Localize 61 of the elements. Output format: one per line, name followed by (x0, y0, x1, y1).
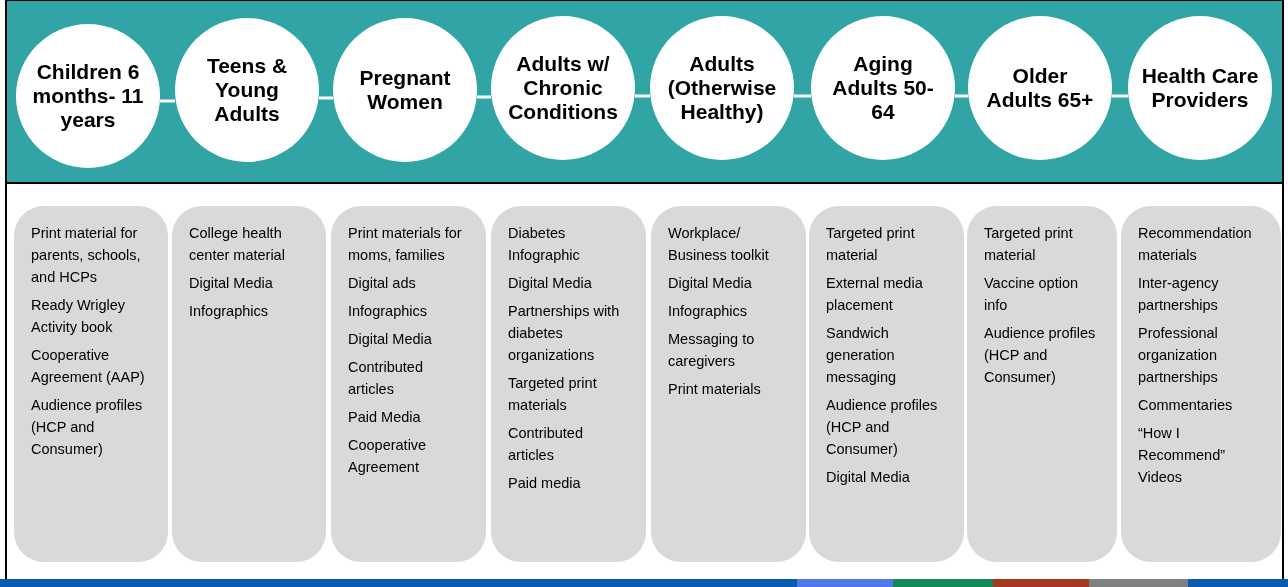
tactics-card (809, 206, 964, 562)
tactic-item: Contributed articles (508, 424, 584, 465)
tactic-item: Digital Media (189, 274, 274, 293)
tactics-card (172, 206, 326, 562)
tactic-item: Workplace/ Business toolkit (668, 224, 770, 265)
connector-line (635, 94, 650, 98)
tactics-card (491, 206, 646, 562)
audience-label: Aging Adults 50-64 (831, 52, 935, 124)
tactic-item: Infographics (189, 302, 269, 321)
tactic-item: Partnerships with diabetes organizations (508, 302, 621, 365)
tactic-item: Paid Media (348, 408, 422, 427)
audience-label: Older Adults 65+ (985, 64, 1095, 112)
tactic-item: Digital Media (508, 274, 593, 293)
tactic-item: Print material for parents, schools, and HCPs (31, 224, 142, 287)
tactic-item: Targeted print material (826, 224, 916, 265)
tactic-item: Infographics (348, 302, 428, 321)
tactic-item: College health center material (189, 224, 286, 265)
tactic-item: Messaging to caregivers (668, 330, 756, 371)
audience-label: Children 6 months- 11 years (31, 60, 145, 132)
tactic-item: Inter-agency partnerships (1138, 274, 1220, 315)
tactics-card (331, 206, 486, 562)
audience-label: Health Care Providers (1140, 64, 1260, 112)
connector-line (1112, 94, 1128, 98)
tactics-card (967, 206, 1117, 562)
tactic-item: Targeted print material (984, 224, 1074, 265)
tactic-item: Recommendation materials (1138, 224, 1253, 265)
connector-line (794, 94, 811, 98)
tactics-card (1121, 206, 1281, 562)
tactic-item: Targeted print materials (508, 374, 598, 415)
tactic-item: Ready Wrigley Activity book (31, 296, 127, 337)
tactic-item: Print materials for moms, families (348, 224, 463, 265)
tactic-item: Paid media (508, 474, 582, 493)
tactic-item: Digital ads (348, 274, 417, 293)
audience-label: Adults (Otherwise Healthy) (666, 52, 778, 124)
tactic-item: “How I Recommend” Videos (1138, 424, 1227, 487)
tactic-item: Infographics (668, 302, 748, 321)
tactic-item: Sandwich generation messaging (826, 324, 898, 387)
tactic-item: Diabetes Infographic (508, 224, 581, 265)
tactic-item: Audience profiles (HCP and Consumer) (31, 396, 144, 459)
tactic-item: Vaccine option info (984, 274, 1080, 315)
tactic-item: Digital Media (668, 274, 753, 293)
tactic-item: Audience profiles (HCP and Consumer) (826, 396, 939, 459)
connector-line (319, 96, 333, 100)
tactic-item: Commentaries (1138, 396, 1234, 415)
tactic-item: Professional organization partnerships (1138, 324, 1219, 387)
connector-line (477, 95, 491, 99)
tactics-card (651, 206, 806, 562)
tactics-card (14, 206, 168, 562)
tactic-item: Digital Media (348, 330, 433, 349)
tactic-item: Print materials (668, 380, 762, 399)
connector-line (955, 94, 968, 98)
tactic-item: Cooperative Agreement (348, 436, 428, 477)
tactic-item: Cooperative Agreement (AAP) (31, 346, 146, 387)
tactic-item: Digital Media (826, 468, 911, 487)
connector-line (160, 99, 175, 103)
tactic-item: Audience profiles (HCP and Consumer) (984, 324, 1097, 387)
tactic-item: External media placement (826, 274, 924, 315)
audience-label: Pregnant Women (358, 66, 452, 114)
audience-label: Teens & Young Adults (205, 54, 289, 126)
audience-label: Adults w/ Chronic Conditions (507, 52, 619, 124)
tactic-item: Contributed articles (348, 358, 424, 399)
